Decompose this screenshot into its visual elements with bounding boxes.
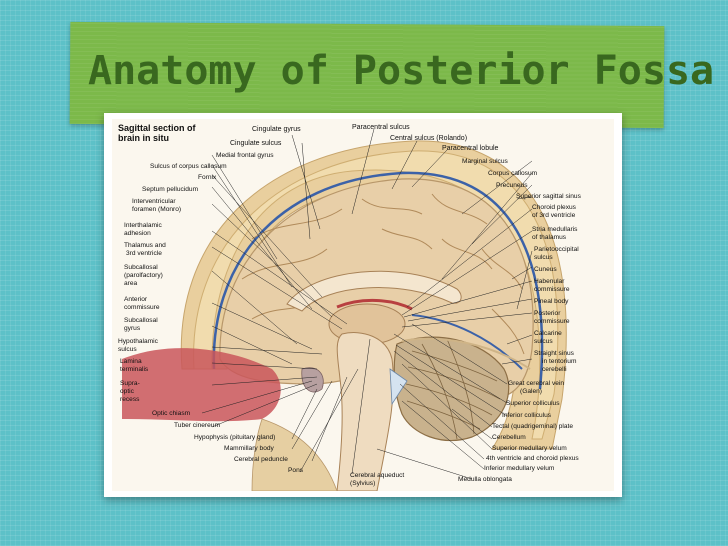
label-right: Marginal sulcus (462, 158, 509, 165)
label-left: Mammillary body (224, 445, 275, 452)
label-left: Interventricular (132, 198, 176, 205)
label-left: Sulcus of corpus callosum (150, 163, 227, 170)
label-left: area (124, 280, 138, 287)
label-right: Habenular (534, 278, 565, 285)
label-left: 3rd ventricle (126, 250, 162, 257)
label-left: Interthalamic (124, 222, 162, 229)
label-right: cerebelli (542, 366, 567, 373)
label-right: commissure (534, 286, 570, 293)
label-left: terminalis (120, 366, 149, 373)
gyri-lines (241, 193, 525, 355)
label-bottom: Cerebral aqueduct (350, 472, 404, 479)
label-left: Optic chiasm (152, 410, 191, 417)
label-left: recess (120, 396, 140, 403)
label-left: (parolfactory) (124, 272, 163, 279)
label-top: Cingulate gyrus (252, 126, 301, 133)
label-right: Superior sagittal sinus (516, 193, 582, 200)
dura-blue-sinus (212, 171, 544, 390)
label-left: Thalamus and (124, 242, 166, 249)
label-right: Posterior (534, 310, 561, 317)
label-right: Stria medullaris (532, 226, 578, 233)
spinal-region (251, 418, 338, 492)
label-right: commissure (534, 318, 570, 325)
label-right: in tentorium (542, 358, 577, 365)
label-right: Great cerebral vein (508, 380, 564, 387)
label-left: Supra- (120, 380, 140, 387)
label-right: Tectal (quadrigeminal) plate (492, 423, 573, 430)
diagram-frame: Sagittal section of brain in situ Cingul… (104, 113, 622, 497)
choroid-plexus (336, 298, 413, 311)
label-top: Central sulcus (Rolando) (390, 135, 467, 142)
label-right: Inferior colliculus (502, 412, 552, 419)
label-left: Medial frontal gyrus (216, 152, 274, 159)
label-left: Subcallosal (124, 317, 158, 324)
label-left: commissure (124, 304, 160, 311)
label-left: Subcallosal (124, 264, 158, 271)
label-right: Pineal body (534, 298, 569, 305)
label-right: Calcarine (534, 330, 562, 337)
label-left: gyrus (124, 325, 141, 332)
hypophysis-region (301, 367, 324, 393)
label-right: 4th ventricle and choroid plexus (486, 455, 579, 462)
corpus-callosum (286, 270, 462, 312)
label-right: Inferior medullary velum (484, 465, 555, 472)
label-top: Cingulate sulcus (230, 140, 282, 147)
label-right: Choroid plexus (532, 204, 577, 211)
diagram-heading-line2: brain in situ (118, 133, 169, 143)
label-right: Medulla oblongata (458, 476, 512, 483)
cerebellum-folia (405, 338, 501, 440)
brain-sagittal-diagram: Sagittal section of brain in situ Cingul… (112, 119, 614, 492)
label-left: Tuber cinereum (174, 422, 220, 429)
label-right: Superior medullary velum (492, 445, 567, 452)
label-right: of thalamus (532, 234, 567, 241)
label-right: Straight sinus (534, 350, 575, 357)
label-right: Corpus callosum (488, 170, 538, 177)
nasal-region (122, 348, 281, 422)
label-left: foramen (Monro) (132, 206, 181, 213)
label-right: Parietooccipital (534, 246, 579, 253)
label-right: of 3rd ventricle (532, 212, 576, 219)
label-right: sulcus (534, 254, 553, 261)
label-left: adhesion (124, 230, 151, 237)
label-left: sulcus (118, 346, 137, 353)
skull-bone (193, 150, 559, 440)
leader-lines (201, 128, 533, 480)
label-top: Paracentral lobule (442, 145, 499, 152)
label-right: Precuneus (496, 182, 528, 189)
label-left: Hypothalamic (118, 338, 159, 345)
label-right: (Galen) (520, 388, 542, 395)
diagram-svg: Sagittal section of brain in situ Cingul… (118, 123, 582, 492)
label-left: Lamina (120, 358, 142, 365)
label-top: Paracentral sulcus (352, 124, 410, 131)
label-left: Septum pellucidum (142, 186, 199, 193)
label-left: Pons (288, 467, 304, 474)
label-right: sulcus (534, 338, 553, 345)
slide-title: Anatomy of Posterior Fossa (88, 48, 715, 94)
label-left: Cerebral peduncle (234, 456, 288, 463)
label-right: Cuneus (534, 266, 557, 273)
label-left: Hypophysis (pituitary gland) (194, 434, 275, 441)
label-left: Fornix (198, 174, 217, 181)
diagram-heading-line1: Sagittal section of (118, 123, 197, 133)
fourth-ventricle (389, 368, 408, 406)
label-right: Superior colliculus (506, 400, 560, 407)
brainstem (336, 332, 394, 492)
label-left: Anterior (124, 296, 148, 303)
label-left: optic (120, 388, 135, 395)
label-right: Cerebellum (492, 434, 526, 441)
label-bottom: (Sylvius) (350, 480, 375, 487)
